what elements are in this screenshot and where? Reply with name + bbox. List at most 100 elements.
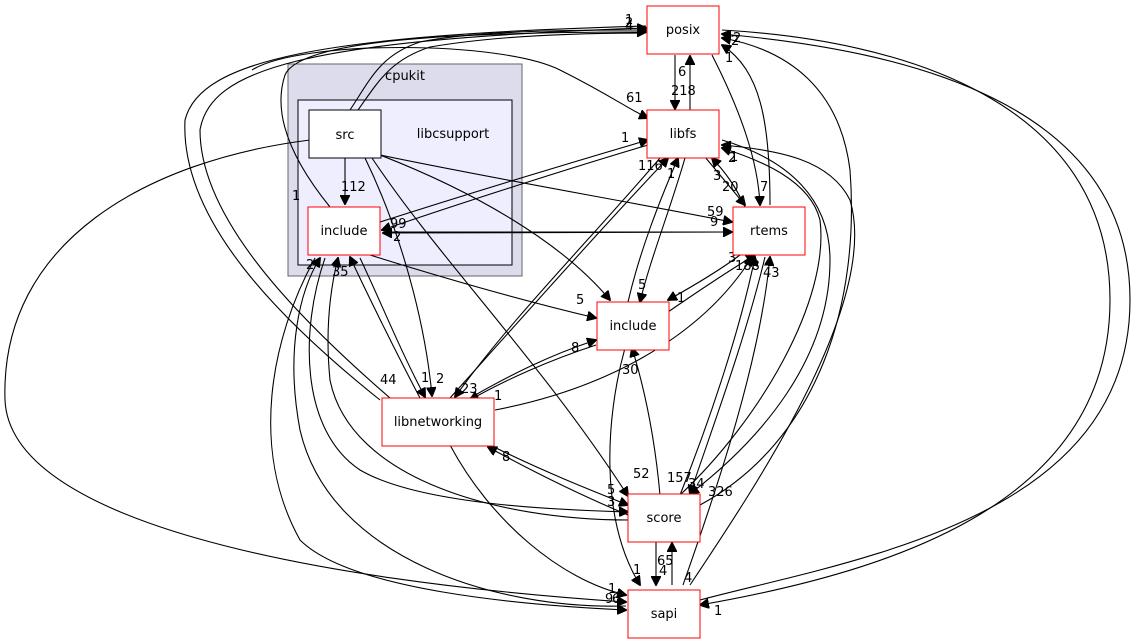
node-rtems[interactable]: rtems bbox=[732, 206, 806, 256]
edge-score-include bbox=[327, 258, 629, 521]
edge-sapi-libfs bbox=[689, 145, 856, 586]
edge-label: 5 bbox=[607, 483, 615, 498]
edge-label: 6 bbox=[612, 592, 620, 607]
edge-rtems-includemain bbox=[668, 254, 741, 300]
edge-libfs-include bbox=[382, 144, 649, 230]
edge-label: 3 bbox=[728, 251, 736, 266]
edge-include-sapi bbox=[270, 257, 626, 610]
edge-label: 20 bbox=[722, 180, 739, 195]
edge-label: 6 bbox=[678, 65, 686, 80]
edge-label: 35 bbox=[332, 265, 349, 280]
edge-label: 9 bbox=[710, 215, 718, 230]
edge-includemain-libfs bbox=[627, 158, 678, 303]
edge-label: 5 bbox=[576, 293, 584, 308]
edge-includemain-libnetworking bbox=[470, 344, 597, 400]
edge-label: 99 bbox=[390, 217, 407, 232]
edge-label: 2 bbox=[625, 16, 633, 31]
edge-rtems-libfs bbox=[712, 158, 746, 208]
node-score[interactable]: score bbox=[627, 493, 701, 543]
edge-libnetworking-sapi bbox=[449, 444, 626, 595]
node-posix-label: posix bbox=[666, 23, 701, 38]
node-score-label: score bbox=[647, 511, 682, 526]
cluster-libcsupport-label: libcsupport bbox=[417, 127, 490, 142]
cluster-cpukit-label: cpukit bbox=[385, 69, 425, 84]
node-include-label: include bbox=[609, 319, 656, 334]
edge-label: 112 bbox=[341, 180, 366, 195]
edge-label: 116 bbox=[638, 159, 663, 174]
edge-include-includemain bbox=[369, 254, 596, 318]
edge-label: 1 bbox=[608, 582, 616, 597]
edge-label: 1 bbox=[421, 371, 429, 386]
edge-label: 157 bbox=[667, 471, 692, 486]
edge-src-score bbox=[371, 157, 628, 496]
edge-label: 8 bbox=[502, 450, 510, 465]
edge-score-rtems bbox=[679, 257, 755, 496]
node-src[interactable]: src bbox=[308, 109, 382, 159]
edge-label: 326 bbox=[708, 485, 733, 500]
edge-sapi-rtems bbox=[682, 257, 770, 586]
edge-label: 1 bbox=[714, 604, 722, 619]
node-sapi[interactable]: sapi bbox=[627, 589, 701, 639]
edge-label: 44 bbox=[380, 373, 397, 388]
edge-label: 61 bbox=[626, 91, 643, 106]
edge-label: 8 bbox=[571, 341, 579, 356]
edge-label: 1 bbox=[621, 131, 629, 146]
edge-posix-rtems bbox=[711, 54, 760, 205]
edge-label: 9 bbox=[605, 592, 613, 607]
node-libnetworking[interactable]: libnetworking bbox=[381, 397, 495, 447]
edge-label: 2 bbox=[731, 34, 739, 49]
edge-label: 1 bbox=[725, 51, 733, 66]
edge-label: 3 bbox=[713, 169, 721, 184]
edges bbox=[4, 25, 1131, 610]
edge-label: 1 bbox=[730, 150, 738, 165]
edge-posix-sapi bbox=[700, 29, 1111, 605]
edge-label: 59 bbox=[707, 205, 724, 220]
edge-libfs-libnetworking bbox=[455, 157, 661, 397]
node-include-libcsupport-label: include bbox=[320, 224, 367, 239]
node-include-libcsupport[interactable]: include bbox=[307, 206, 381, 256]
edge-label: 1 bbox=[633, 563, 641, 578]
edge-src-libfs bbox=[251, 46, 648, 119]
node-libfs[interactable]: libfs bbox=[646, 109, 720, 159]
edge-score-libnetworking bbox=[488, 447, 629, 516]
edge-label: 5 bbox=[638, 278, 646, 293]
node-posix[interactable]: posix bbox=[646, 5, 720, 55]
edge-label: 4 bbox=[659, 564, 667, 579]
edge-score-libfs bbox=[679, 148, 822, 496]
edge-libnetworking-score bbox=[489, 444, 628, 505]
node-rtems-label: rtems bbox=[750, 224, 788, 239]
edge-include-libfs bbox=[379, 140, 648, 223]
edge-label: 1 bbox=[494, 389, 502, 404]
edge-include-posix bbox=[280, 32, 646, 208]
edge-libnetworking-include bbox=[350, 257, 421, 399]
edge-label: 23 bbox=[461, 382, 478, 397]
edge-rtems-score bbox=[690, 256, 766, 494]
edge-libfs-includemain bbox=[640, 157, 686, 302]
edge-sapi-posix bbox=[699, 34, 1131, 601]
edge-rtems-include bbox=[383, 232, 733, 233]
edge-include-score bbox=[308, 257, 628, 512]
edge-label: 4 bbox=[684, 571, 692, 586]
edge-includemain-sapi bbox=[609, 347, 640, 585]
edge-label: 1 bbox=[677, 291, 685, 306]
edge-sapi-include bbox=[293, 258, 627, 607]
edge-score-includemain bbox=[632, 348, 661, 496]
edge-libfs-score bbox=[690, 139, 831, 494]
edge-src-sapi bbox=[4, 139, 626, 602]
edge-label: 30 bbox=[622, 363, 639, 378]
edge-rtems-posix bbox=[722, 45, 771, 206]
edge-label: 2 bbox=[436, 372, 444, 387]
edge-libnetworking-posix-b bbox=[184, 25, 647, 401]
edge-label: 1 bbox=[292, 189, 300, 204]
edge-label: 65 bbox=[657, 554, 674, 569]
edge-label: 2 bbox=[733, 31, 741, 46]
edge-label: 2 bbox=[393, 230, 401, 245]
node-include[interactable]: include bbox=[596, 301, 670, 351]
edge-label: 218 bbox=[671, 84, 696, 99]
edge-label: 43 bbox=[763, 266, 780, 281]
edge-label: 1 bbox=[625, 13, 633, 28]
edge-label: 3 bbox=[607, 495, 615, 510]
edge-label: 7 bbox=[760, 180, 768, 195]
edge-src-includemain bbox=[379, 154, 610, 300]
